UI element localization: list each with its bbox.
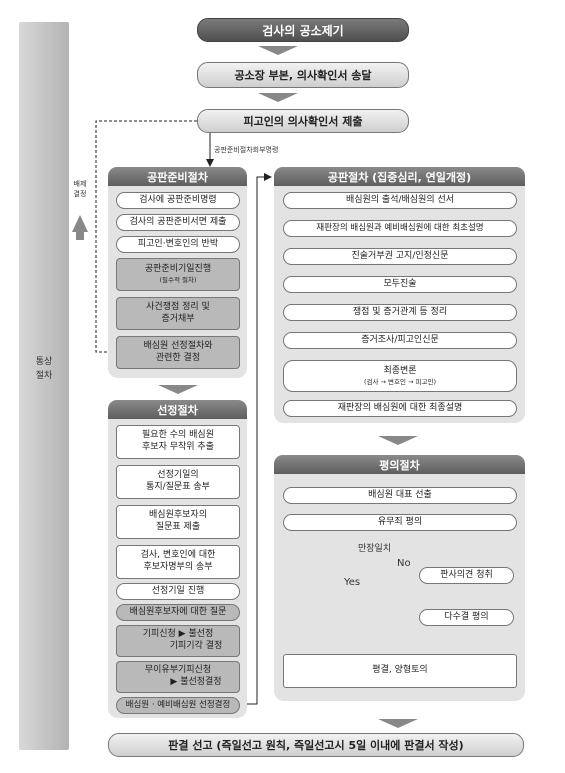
selection-item: 검사, 변호인에 대한 후보자명부의 송부 [116, 545, 240, 579]
issue-line2: 증거채부 [161, 313, 195, 324]
peremptory-line1: 무이유부기피신청 [144, 665, 212, 676]
selection-item-line: 통지/질문표 송부 [146, 482, 210, 492]
no-label: No [397, 558, 411, 569]
selection-date-proceeding: 선정기일 진행 [116, 583, 240, 600]
selection-item-line: 필요한 수의 배심원 [142, 430, 214, 441]
trial-title: 공판절차 (집중심리, 연일개정) [274, 167, 525, 186]
delib-item: 유무죄 평의 [283, 514, 517, 531]
trial-item: 재판장의 배심원과 예비배심원에 대한 최초설명 [283, 220, 517, 237]
normal-procedure-line1: 통상 [35, 357, 53, 367]
selection-final: 배심원 · 예비배심원 선정결정 [116, 697, 240, 714]
selection-challenge-cause: 기피신청 ▶ 불선정 기피기각 결정 [116, 625, 240, 657]
exclusion-line2: 결정 [73, 189, 87, 198]
prosecution-bar: 검사의 공소제기 [197, 18, 409, 42]
selection-peremptory: 무이유부기피신청 ▶ 불선정결정 [116, 661, 240, 693]
challenge-line1: 기피신청 ▶ 불선정 [142, 629, 214, 640]
selection-item-line: 후보자 무작위 추출 [142, 442, 214, 452]
delib-verdict: 평결, 양형토의 [283, 654, 517, 688]
trial-item: 모두진술 [283, 276, 517, 293]
pretrial-item: 검사에 공판준비명령 [116, 192, 240, 209]
unanimity-label: 만장일치 [358, 544, 392, 554]
selection-item-line: 질문표 제출 [155, 522, 201, 532]
jury-decision-line1: 배심원 선정절차와 [143, 340, 213, 351]
challenge-line2: 기피기각 결정 [169, 641, 223, 651]
trial-item: 배심원의 출석/배심원의 선서 [283, 192, 517, 209]
pretrial-mandatory: 공판준비기일진행 (필수적 절차) [116, 258, 240, 291]
mandatory-note: (필수적 절차) [159, 276, 197, 285]
trial-closing: 최종변론 (검사 → 변호인 → 피고인) [283, 360, 517, 392]
sentence-bar: 판결 선고 (즉일선고 원칙, 즉일선고시 5일 이내에 판결서 작성) [108, 733, 524, 757]
selection-item-line: 후보자명부의 송부 [143, 562, 213, 572]
normal-procedure-label: 통상 절차 [25, 356, 63, 383]
selection-item: 배심원후보자의 질문표 제출 [116, 505, 240, 539]
delib-item: 배심원 대표 선출 [283, 487, 517, 504]
normal-procedure-line2: 절차 [35, 370, 53, 381]
selection-item-line: 배심원후보자의 [149, 510, 207, 521]
trial-last: 재판장의 배심원에 대한 최종설명 [283, 400, 517, 417]
peremptory-line2: ▶ 불선정결정 [170, 677, 222, 687]
order-label: 공판준비절차회부명령 [214, 146, 279, 154]
normal-procedure-column [19, 22, 69, 750]
pretrial-item: 피고인·변호인의 반박 [116, 236, 240, 253]
exclusion-decision-label: 배제 결정 [71, 180, 89, 200]
trial-item: 쟁점 및 증거관계 등 정리 [283, 304, 517, 321]
closing-note: (검사 → 변호인 → 피고인) [363, 377, 437, 386]
exclusion-line1: 배제 [73, 180, 87, 188]
pretrial-title: 공판준비절차 [108, 167, 247, 186]
mandatory-text: 공판준비기일진행 [144, 264, 212, 275]
yes-label: Yes [344, 577, 361, 588]
selection-item: 필요한 수의 배심원 후보자 무작위 추출 [116, 425, 240, 459]
selection-item: 선정기일의 통지/질문표 송부 [116, 465, 240, 499]
delivery-bar: 공소장 부본, 의사확인서 송달 [197, 62, 409, 88]
pretrial-jury-decision: 배심원 선정절차와 관련한 결정 [116, 336, 240, 369]
trial-item: 증거조사/피고인신문 [283, 332, 517, 349]
pretrial-item: 검사의 공판준비서면 제출 [116, 214, 240, 231]
issue-line1: 사건쟁점 정리 및 [146, 301, 210, 312]
confirmation-bar: 피고인의 의사확인서 제출 [197, 109, 409, 133]
closing-text: 최종변론 [383, 365, 417, 376]
jury-decision-line2: 관련한 결정 [155, 352, 201, 363]
trial-item: 진술거부권 고지/인정신문 [283, 248, 517, 265]
pretrial-issue: 사건쟁점 정리 및 증거채부 [116, 297, 240, 330]
delib-majority: 다수결 평의 [419, 609, 514, 626]
selection-question: 배심원후보자에 대한 질문 [116, 604, 240, 621]
selection-title: 선정절차 [108, 400, 247, 419]
delib-opinion: 판사의견 청취 [419, 567, 514, 584]
deliberation-title: 평의절차 [274, 455, 525, 474]
selection-item-line: 검사, 변호인에 대한 [140, 550, 216, 561]
selection-item-line: 선정기일의 [157, 470, 199, 481]
